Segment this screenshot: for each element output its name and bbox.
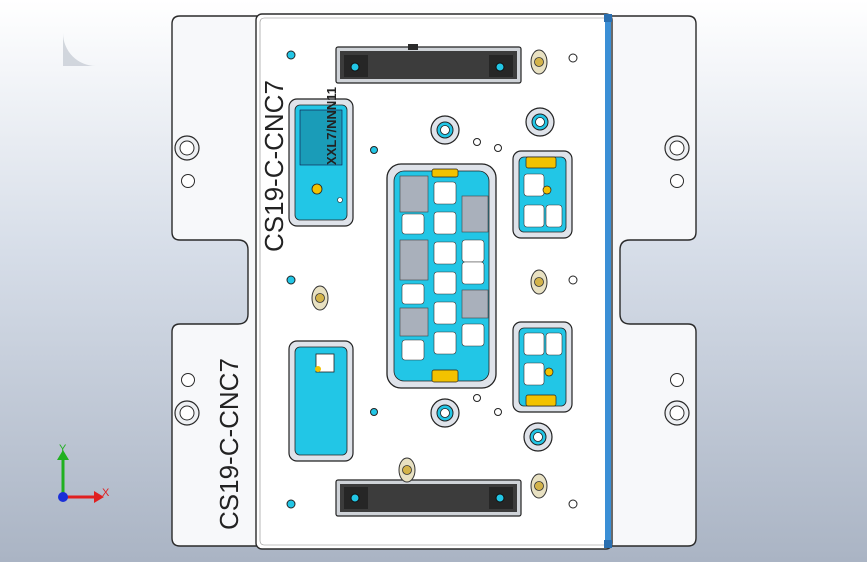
right-lower-nest bbox=[512, 321, 573, 413]
lower-left-pocket bbox=[288, 340, 354, 462]
z-axis-dot bbox=[58, 492, 68, 502]
right-upper-nest bbox=[512, 150, 573, 239]
base-plate-holes bbox=[174, 135, 690, 426]
coordinate-triad: Y X bbox=[57, 33, 110, 503]
engraving-top: CS19-C-CNC7 bbox=[259, 80, 289, 252]
stud-nuts bbox=[311, 49, 548, 499]
bottom-clamp bbox=[335, 479, 522, 517]
dowel-holes bbox=[286, 50, 578, 509]
central-nest bbox=[386, 163, 497, 389]
x-axis-arrow bbox=[94, 491, 104, 503]
y-axis-label: Y bbox=[59, 443, 67, 455]
x-axis-label: X bbox=[102, 487, 110, 499]
top-clamp bbox=[335, 44, 522, 84]
locating-bushings bbox=[430, 107, 555, 452]
engraving-bottom: CS19-C-CNC7 bbox=[214, 358, 244, 530]
label-plate-text: XXL7/NNN11 bbox=[324, 87, 339, 165]
upper-left-pocket bbox=[288, 98, 354, 227]
right-rail bbox=[604, 14, 612, 548]
y-axis-arrow bbox=[57, 450, 69, 460]
